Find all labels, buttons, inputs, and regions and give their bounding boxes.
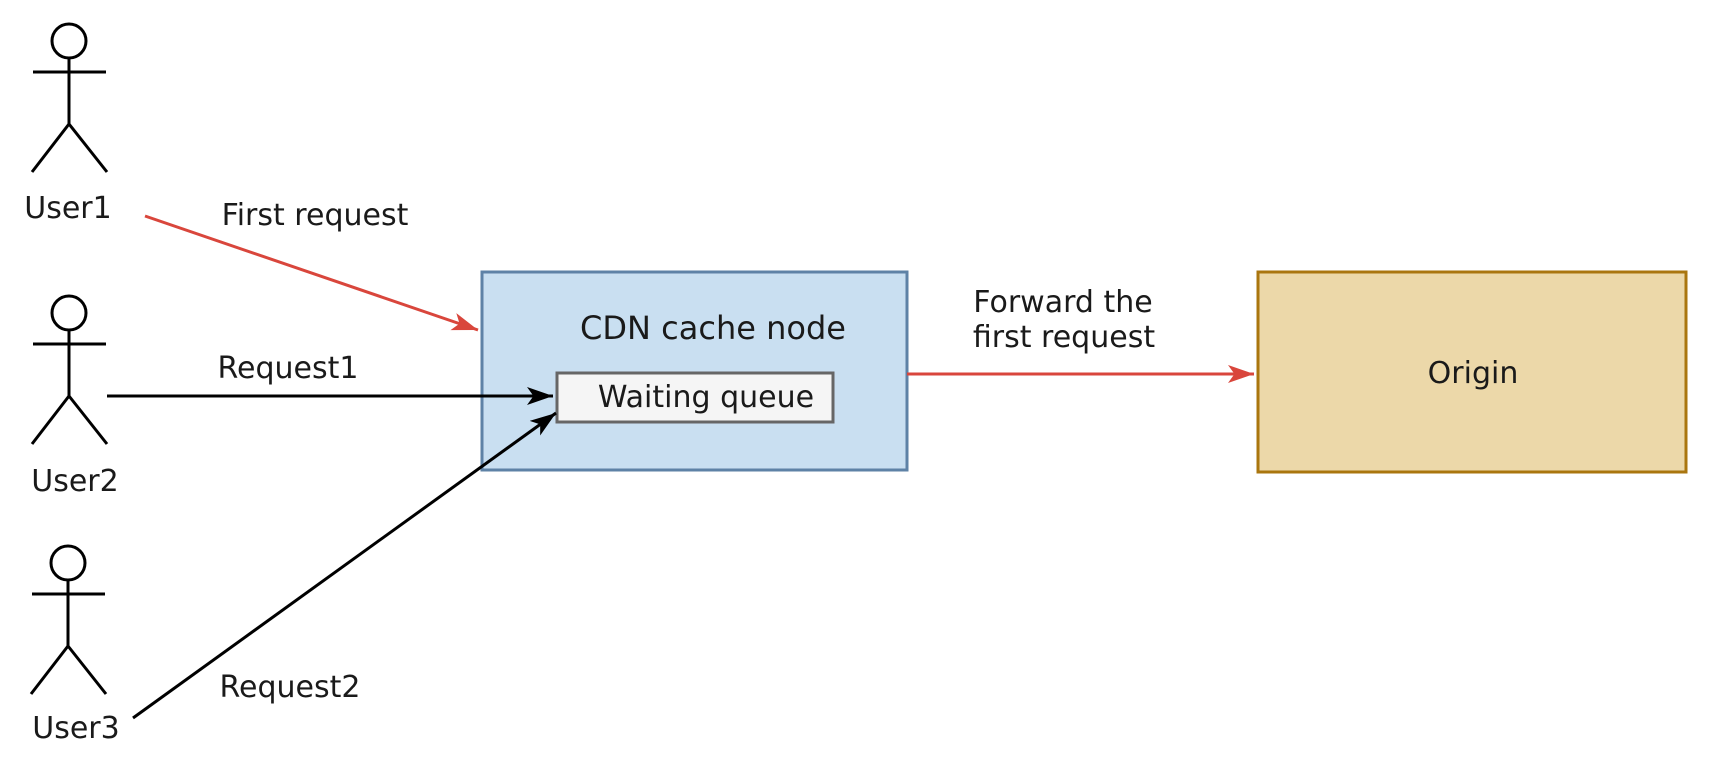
edge-request1-label: Request1 <box>218 351 359 386</box>
waiting-queue-box <box>555 371 835 424</box>
diagram-labels: User1 User2 User3 First request Request1… <box>24 191 1518 746</box>
origin-label: Origin <box>1428 356 1519 391</box>
user3-figure-icon <box>29 544 108 696</box>
user2-figure-icon <box>30 294 109 446</box>
edge-forward-label-line2: first request <box>973 320 1155 355</box>
edge-first-request-label: First request <box>222 198 409 233</box>
origin-box <box>1256 270 1688 474</box>
user3-label: User3 <box>32 711 119 746</box>
cdn-node-box <box>480 270 909 472</box>
cdn-node-label: CDN cache node <box>580 309 846 347</box>
edge-request2 <box>132 411 557 720</box>
user2-label: User2 <box>31 464 118 499</box>
user1-figure-icon <box>30 22 109 174</box>
edge-forward-label-line1: Forward the <box>973 285 1152 320</box>
edge-request2-label: Request2 <box>220 670 361 705</box>
user1-label: User1 <box>24 191 111 226</box>
edge-first-request <box>144 214 479 332</box>
waiting-queue-label: Waiting queue <box>598 380 814 415</box>
